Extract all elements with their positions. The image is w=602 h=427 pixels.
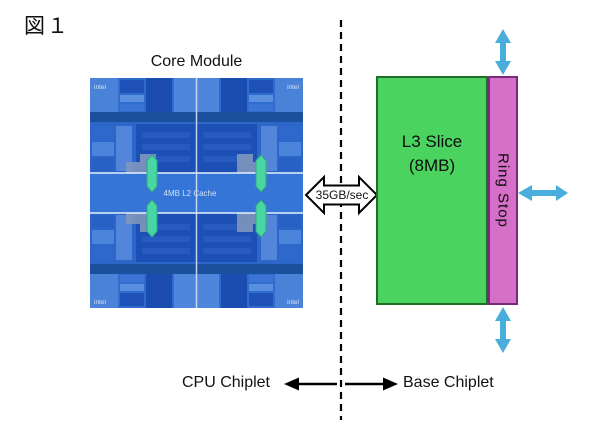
ring-bus-arrow-down (493, 305, 513, 355)
chiplet-direction-arrows (280, 374, 402, 394)
intel-logo-bottom-left: intel (94, 299, 106, 306)
chiplet-boundary-dashed-line (334, 18, 348, 422)
intel-logo-top-right: intel (287, 84, 299, 91)
l3-slice-box: L3 Slice (8MB) (376, 76, 488, 305)
pill-arrow-top-left (146, 154, 158, 193)
l2-cache-label: 4MB L2 Cache (164, 189, 217, 198)
l3-slice-name: L3 Slice (401, 132, 463, 151)
l2-access-pill-arrows (146, 154, 267, 238)
core-module-die-image: 4MB L2 Cache intel intel intel intel (90, 78, 303, 308)
ring-stop-box: Ring Stop (488, 76, 518, 305)
bandwidth-label: 35GB/sec (315, 188, 369, 202)
intel-logo-bottom-right: intel (287, 299, 299, 306)
arrow-to-base-chiplet (345, 377, 398, 391)
core-module-title: Core Module (150, 53, 243, 70)
arrow-to-cpu-chiplet (284, 377, 337, 391)
pill-arrow-top-right (255, 154, 267, 193)
l3-slice-size: (8MB) (408, 156, 456, 175)
pill-arrow-bottom-left (146, 199, 158, 238)
ring-stop-label: Ring Stop (494, 153, 512, 228)
pill-arrow-bottom-right (255, 199, 267, 238)
base-chiplet-label: Base Chiplet (403, 374, 494, 391)
figure-number-label: 図１ (24, 15, 70, 38)
ring-bus-arrow-up (493, 27, 513, 77)
intel-logo-top-left: intel (94, 84, 106, 91)
die-shot-graphic: 4MB L2 Cache intel intel intel intel (90, 78, 303, 308)
ring-bus-arrow-right (516, 183, 570, 203)
intel-brand-marks: intel intel intel intel (94, 84, 300, 306)
cpu-chiplet-label: CPU Chiplet (181, 374, 270, 391)
